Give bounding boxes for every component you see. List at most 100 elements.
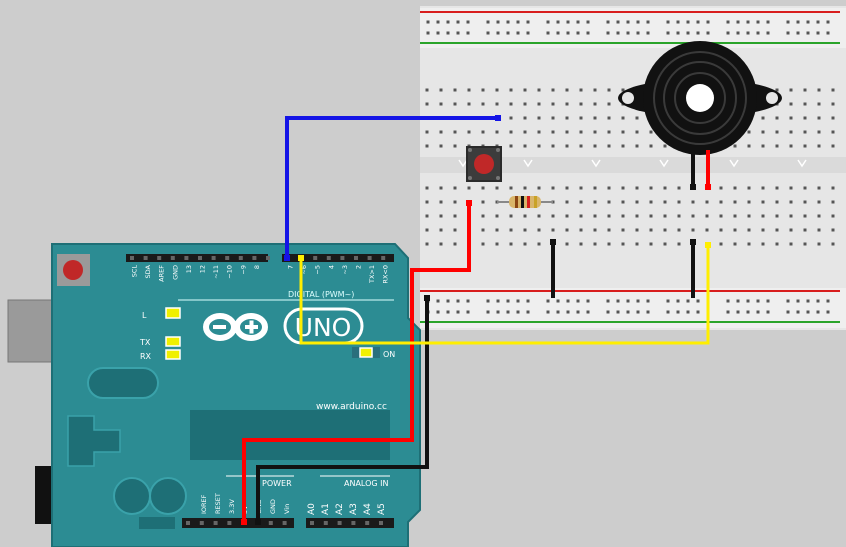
rail-hole[interactable] <box>556 20 560 24</box>
header-pin[interactable] <box>367 256 372 260</box>
rail-hole[interactable] <box>566 20 570 24</box>
breadboard-hole[interactable] <box>425 130 429 134</box>
breadboard-hole[interactable] <box>439 186 443 190</box>
breadboard-hole[interactable] <box>803 186 807 190</box>
breadboard-hole[interactable] <box>831 116 835 120</box>
breadboard-hole[interactable] <box>691 228 695 232</box>
breadboard-hole[interactable] <box>649 242 653 246</box>
header-pin[interactable] <box>211 256 216 260</box>
rail-hole[interactable] <box>686 31 690 35</box>
rail-hole[interactable] <box>666 31 670 35</box>
breadboard-hole[interactable] <box>789 88 793 92</box>
breadboard-hole[interactable] <box>649 214 653 218</box>
rail-hole[interactable] <box>456 31 460 35</box>
rail-hole[interactable] <box>546 20 550 24</box>
rail-hole[interactable] <box>646 310 650 314</box>
breadboard-hole[interactable] <box>649 186 653 190</box>
rail-hole[interactable] <box>826 310 830 314</box>
rail-hole[interactable] <box>826 31 830 35</box>
breadboard-hole[interactable] <box>789 130 793 134</box>
header-pin[interactable] <box>381 256 386 260</box>
breadboard-hole[interactable] <box>551 88 555 92</box>
breadboard-hole[interactable] <box>537 130 541 134</box>
rail-hole[interactable] <box>436 310 440 314</box>
rail-hole[interactable] <box>586 20 590 24</box>
breadboard-hole[interactable] <box>649 130 653 134</box>
header-pin[interactable] <box>326 256 331 260</box>
breadboard-hole[interactable] <box>761 214 765 218</box>
breadboard-hole[interactable] <box>803 214 807 218</box>
breadboard-hole[interactable] <box>565 102 569 106</box>
rail-hole[interactable] <box>486 31 490 35</box>
breadboard-hole[interactable] <box>747 130 751 134</box>
rail-hole[interactable] <box>526 31 530 35</box>
breadboard-hole[interactable] <box>677 200 681 204</box>
rail-hole[interactable] <box>566 310 570 314</box>
piezo-buzzer-icon[interactable] <box>618 41 782 155</box>
rail-hole[interactable] <box>466 310 470 314</box>
header-pin[interactable] <box>365 521 370 525</box>
breadboard-hole[interactable] <box>803 88 807 92</box>
breadboard-hole[interactable] <box>495 130 499 134</box>
breadboard-hole[interactable] <box>453 186 457 190</box>
rail-hole[interactable] <box>436 299 440 303</box>
rail-hole[interactable] <box>436 31 440 35</box>
breadboard-hole[interactable] <box>817 214 821 218</box>
breadboard-hole[interactable] <box>621 130 625 134</box>
breadboard-hole[interactable] <box>831 228 835 232</box>
breadboard-hole[interactable] <box>733 200 737 204</box>
breadboard-hole[interactable] <box>817 144 821 148</box>
rail-hole[interactable] <box>586 299 590 303</box>
rail-hole[interactable] <box>746 299 750 303</box>
breadboard-hole[interactable] <box>565 214 569 218</box>
header-pin[interactable] <box>198 256 202 260</box>
header-pin[interactable] <box>130 256 134 260</box>
breadboard-hole[interactable] <box>775 242 779 246</box>
breadboard-hole[interactable] <box>439 88 443 92</box>
breadboard-hole[interactable] <box>719 214 723 218</box>
header-pin[interactable] <box>199 521 204 525</box>
header-pin[interactable] <box>170 256 175 260</box>
wire-black-gnd[interactable] <box>256 298 429 522</box>
header-pin[interactable] <box>184 256 189 260</box>
rail-hole[interactable] <box>826 20 830 24</box>
breadboard-hole[interactable] <box>663 186 667 190</box>
breadboard-hole[interactable] <box>425 102 429 106</box>
header-pin[interactable] <box>186 521 190 525</box>
rail-hole[interactable] <box>616 299 620 303</box>
breadboard-hole[interactable] <box>439 242 443 246</box>
rail-hole[interactable] <box>636 20 640 24</box>
rail-hole[interactable] <box>546 31 550 35</box>
rail-hole[interactable] <box>756 31 760 35</box>
breadboard-hole[interactable] <box>719 242 723 246</box>
breadboard-hole[interactable] <box>803 130 807 134</box>
breadboard-hole[interactable] <box>495 186 499 190</box>
breadboard-hole[interactable] <box>831 88 835 92</box>
breadboard-hole[interactable] <box>621 214 625 218</box>
rail-hole[interactable] <box>796 31 800 35</box>
breadboard-hole[interactable] <box>831 144 835 148</box>
rail-hole[interactable] <box>576 20 580 24</box>
breadboard-hole[interactable] <box>635 200 639 204</box>
rail-hole[interactable] <box>746 20 750 24</box>
breadboard-hole[interactable] <box>831 102 835 106</box>
breadboard-hole[interactable] <box>481 200 485 204</box>
rail-hole[interactable] <box>516 31 520 35</box>
breadboard-hole[interactable] <box>719 200 723 204</box>
rail-hole[interactable] <box>706 31 710 35</box>
breadboard-hole[interactable] <box>523 242 527 246</box>
breadboard-hole[interactable] <box>551 214 555 218</box>
rail-hole[interactable] <box>666 299 670 303</box>
breadboard-hole[interactable] <box>565 242 569 246</box>
breadboard-hole[interactable] <box>481 130 485 134</box>
breadboard-hole[interactable] <box>607 214 611 218</box>
breadboard-hole[interactable] <box>747 242 751 246</box>
breadboard-hole[interactable] <box>621 242 625 246</box>
rail-hole[interactable] <box>696 310 700 314</box>
rail-hole[interactable] <box>766 299 770 303</box>
breadboard-hole[interactable] <box>607 242 611 246</box>
rail-hole[interactable] <box>566 31 570 35</box>
rail-hole[interactable] <box>486 20 490 24</box>
breadboard-hole[interactable] <box>565 88 569 92</box>
breadboard-hole[interactable] <box>481 102 485 106</box>
